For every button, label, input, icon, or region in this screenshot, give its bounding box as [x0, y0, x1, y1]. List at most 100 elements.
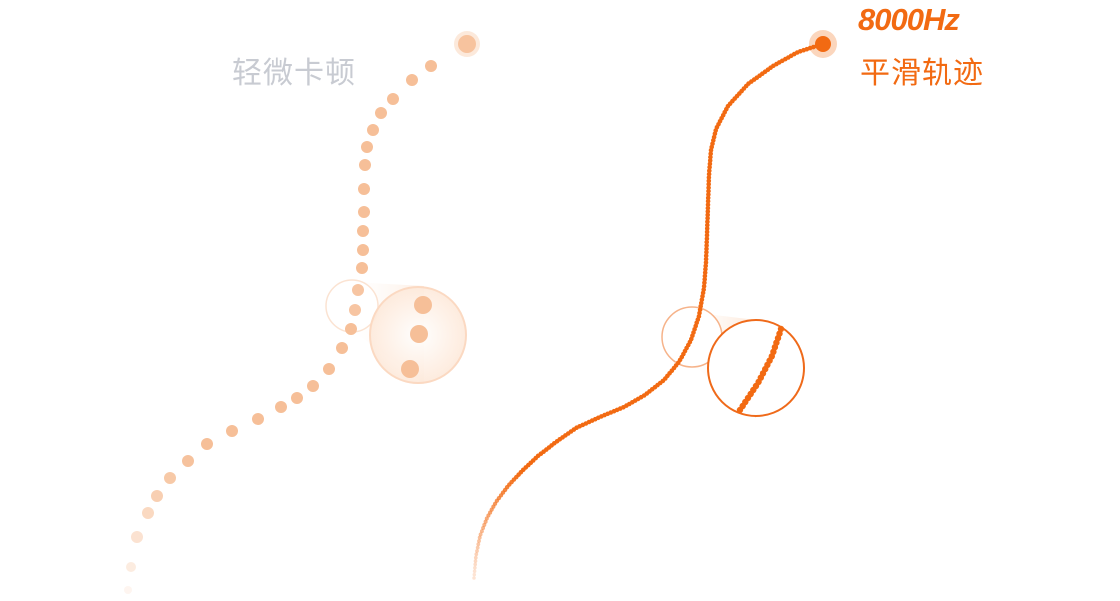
trajectory-dot: [356, 262, 368, 274]
trajectory-dot: [703, 263, 708, 269]
trajectory-dot: [704, 246, 709, 252]
trajectory-dot: [707, 168, 712, 173]
trajectory-dot: [705, 195, 711, 201]
trajectory-dot: [704, 226, 710, 231]
trajectory-dot: [702, 273, 708, 279]
trajectory-dot: [349, 304, 361, 316]
trajectory-dot: [142, 507, 154, 519]
magnified-dot: [401, 360, 419, 378]
trajectory-dot: [486, 513, 491, 518]
trajectory-dot: [182, 455, 194, 467]
trajectory-dot: [226, 425, 238, 437]
trajectory-dot: [707, 165, 712, 170]
magnified-dot: [414, 296, 432, 314]
trajectory-dot: [704, 250, 709, 255]
trajectory-dot: [275, 401, 287, 413]
trajectory-dot: [479, 529, 484, 534]
trajectory-dot: [201, 438, 213, 450]
trajectory-dot: [706, 182, 711, 187]
trajectory-dot: [705, 212, 710, 218]
right-trajectory: [472, 30, 837, 580]
trajectory-dot: [705, 199, 711, 204]
trajectory-dot: [472, 569, 477, 573]
trajectory-dot: [307, 380, 319, 392]
trajectory-dot: [707, 158, 713, 163]
trajectory-dot: [701, 283, 707, 289]
trajectory-dot: [124, 586, 132, 594]
trajectory-dot: [704, 243, 709, 248]
trajectory-dot: [352, 284, 364, 296]
trajectory-dot: [699, 297, 705, 302]
trajectory-dot: [476, 542, 481, 547]
right-magnified-dots: [736, 325, 785, 414]
trajectory-dot: [345, 323, 357, 335]
trajectory-dot: [475, 545, 480, 550]
trajectory-dot: [477, 539, 481, 543]
trajectory-dot: [472, 572, 477, 577]
trajectory-dot: [473, 562, 478, 567]
trajectory-dot: [706, 178, 712, 184]
magnified-dot: [410, 325, 428, 343]
trajectory-dot: [705, 222, 710, 228]
trajectory-dot: [477, 535, 482, 540]
magnifier-lens-right: [707, 319, 805, 417]
trajectory-dot: [291, 392, 303, 404]
trajectory-dot: [705, 205, 711, 211]
trajectory-dot: [482, 522, 487, 527]
trajectory-dot: [358, 206, 370, 218]
trajectory-dot: [702, 277, 707, 282]
left-magnified-dots: [401, 296, 432, 378]
trajectory-dot: [698, 304, 703, 309]
trajectory-dot: [323, 363, 335, 375]
trajectory-dot: [706, 192, 711, 197]
trajectory-dot: [705, 202, 711, 207]
trajectory-dot: [706, 171, 712, 177]
trajectory-dot: [703, 260, 709, 265]
trajectory-dot: [361, 141, 373, 153]
trajectory-dot: [252, 413, 264, 425]
trajectory-dot: [704, 239, 709, 245]
trajectory-start-halo: [454, 31, 480, 57]
trajectory-dot: [367, 124, 379, 136]
trajectory-dot: [705, 216, 710, 221]
trajectory-dot: [387, 93, 399, 105]
trajectory-dot: [702, 280, 707, 286]
trajectory-dot: [706, 185, 711, 190]
trajectory-dot: [708, 151, 713, 156]
trajectory-dot: [483, 519, 488, 524]
trajectory-dot: [357, 244, 369, 256]
trajectory-dot: [705, 209, 711, 214]
trajectory-dot: [473, 565, 477, 570]
trajectory-dot: [703, 253, 709, 258]
trajectory-dot: [703, 256, 709, 262]
trajectory-dot: [700, 290, 706, 296]
trajectory-dot: [708, 148, 714, 153]
trajectory-dot: [704, 233, 710, 238]
trajectory-dot: [151, 490, 163, 502]
trajectory-dot: [164, 472, 176, 484]
trajectory-dot: [702, 270, 708, 275]
magnified-dot: [736, 406, 744, 414]
trajectory-dot: [481, 526, 486, 530]
trajectory-dot: [425, 60, 437, 72]
cursor-dot: [815, 36, 831, 52]
trajectory-dot: [705, 219, 710, 224]
trajectory-dot: [703, 267, 708, 272]
trajectory-dot: [473, 559, 478, 563]
trajectory-dot: [473, 555, 478, 560]
trajectory-dot: [706, 188, 711, 194]
left-trajectory: [124, 31, 480, 594]
trajectory-dot: [484, 516, 489, 521]
trajectory-dot: [458, 35, 476, 53]
smooth-trajectory-label: 平滑轨迹: [860, 56, 984, 91]
stutter-label: 轻微卡顿: [232, 56, 356, 91]
trajectory-dot: [359, 159, 371, 171]
trajectory-dot: [474, 552, 479, 557]
trajectory-dot: [336, 342, 348, 354]
trajectory-dot: [475, 549, 479, 553]
polling-rate-label: 8000Hz: [858, 2, 960, 37]
trajectory-dot: [406, 74, 418, 86]
trajectory-dot: [708, 154, 713, 160]
trajectory-dot: [131, 531, 143, 543]
trajectory-dot: [126, 562, 136, 572]
